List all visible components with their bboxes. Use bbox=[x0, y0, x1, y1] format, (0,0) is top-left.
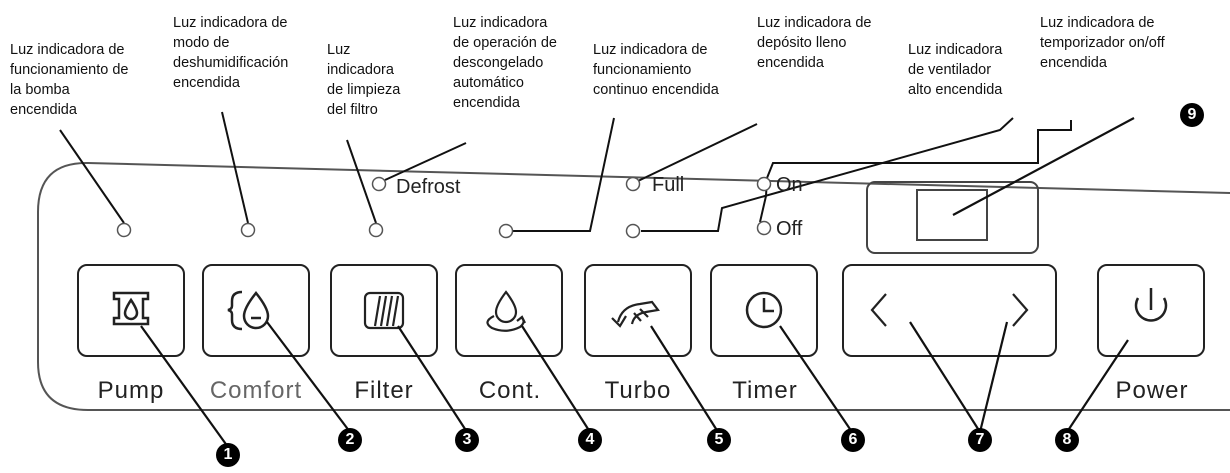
power-button[interactable] bbox=[1098, 265, 1204, 356]
number-pointer-lines bbox=[140, 117, 1135, 448]
pump-button-frame bbox=[77, 264, 185, 357]
filter-button[interactable] bbox=[331, 265, 437, 356]
timer-button[interactable] bbox=[711, 265, 817, 356]
led-continuous bbox=[498, 223, 514, 239]
marker-3: 3 bbox=[455, 428, 479, 452]
marker-5: 5 bbox=[707, 428, 731, 452]
power-button-frame bbox=[1097, 264, 1205, 357]
chevron-left-icon bbox=[870, 293, 887, 327]
callout-fan-light: Luz indicadora de ventilador alto encend… bbox=[908, 42, 1003, 98]
turbo-fan-icon bbox=[611, 300, 660, 328]
marker-1: 1 bbox=[216, 443, 240, 467]
comfort-button-frame bbox=[202, 264, 310, 357]
callout-full-light: Luz indicadora de depósito lleno encendi… bbox=[757, 15, 872, 71]
marker-2: 2 bbox=[338, 428, 362, 452]
callout-continuous-light: Luz indicadora de funcionamiento continu… bbox=[593, 42, 719, 98]
led-defrost bbox=[371, 176, 387, 192]
defrost-label: Defrost bbox=[396, 176, 461, 198]
clock-icon bbox=[745, 291, 783, 329]
increase-button[interactable] bbox=[950, 265, 1056, 356]
cont-button-label: Cont. bbox=[478, 377, 542, 404]
decrease-button[interactable] bbox=[843, 265, 949, 356]
pump-button-label: Pump bbox=[97, 377, 165, 404]
marker-8: 8 bbox=[1055, 428, 1079, 452]
power-button-label: Power bbox=[1115, 377, 1189, 404]
filter-icon bbox=[363, 291, 405, 330]
filter-button-label: Filter bbox=[354, 377, 414, 404]
on-label: On bbox=[776, 174, 803, 196]
arrow-icons bbox=[870, 293, 1029, 327]
turbo-button[interactable] bbox=[585, 265, 691, 356]
led-full bbox=[625, 176, 641, 192]
power-icon bbox=[1134, 288, 1168, 322]
display-frame bbox=[866, 181, 1039, 254]
pump-icon bbox=[112, 291, 150, 326]
marker-9: 9 bbox=[1180, 103, 1204, 127]
callout-timer-light: Luz indicadora de temporizador on/off en… bbox=[1040, 15, 1165, 71]
cont-button[interactable] bbox=[456, 265, 562, 356]
callout-pump-light: Luz indicadora de funcionamiento de la b… bbox=[10, 42, 129, 118]
marker-6: 6 bbox=[841, 428, 865, 452]
marker-4: 4 bbox=[578, 428, 602, 452]
display-screen bbox=[916, 189, 988, 241]
comfort-button[interactable] bbox=[203, 265, 309, 356]
turbo-button-label: Turbo bbox=[604, 377, 672, 404]
chevron-right-icon bbox=[1012, 293, 1029, 327]
continuous-drop-icon bbox=[486, 290, 526, 332]
panel-outline bbox=[37, 161, 1230, 411]
off-label: Off bbox=[776, 218, 803, 240]
dehumidify-drop-icon bbox=[227, 290, 270, 331]
indicator-leds bbox=[116, 176, 772, 239]
cont-button-frame bbox=[455, 264, 563, 357]
pump-button[interactable] bbox=[78, 265, 184, 356]
callout-defrost-light: Luz indicadora de operación de descongel… bbox=[453, 15, 557, 111]
full-label: Full bbox=[652, 174, 685, 196]
led-dehumidify bbox=[240, 222, 256, 238]
comfort-button-label: Comfort bbox=[209, 377, 303, 404]
callout-filter-light: Luz indicadora de limpieza del filtro bbox=[327, 42, 401, 118]
timer-button-label: Timer bbox=[732, 377, 798, 404]
arrows-button-frame bbox=[842, 264, 1057, 357]
led-turbo bbox=[625, 223, 641, 239]
leader-lines bbox=[59, 111, 1072, 232]
led-filter bbox=[368, 222, 384, 238]
turbo-button-frame bbox=[584, 264, 692, 357]
marker-7: 7 bbox=[968, 428, 992, 452]
led-pump bbox=[116, 222, 132, 238]
led-timer-on bbox=[756, 176, 772, 192]
callout-dehumidify-light: Luz indicadora de modo de deshumidificac… bbox=[173, 15, 289, 91]
led-timer-off bbox=[756, 220, 772, 236]
